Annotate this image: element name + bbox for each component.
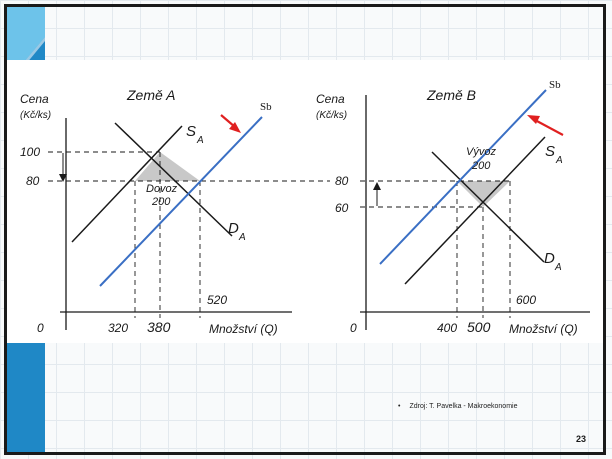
graph-a-demand-sub: A — [238, 232, 246, 243]
graph-b-x-label: Množství (Q) — [509, 322, 578, 336]
source-note-text: Zdroj: T. Pavelka - Makroekonomie — [409, 403, 518, 410]
graph-b-red-arrow — [534, 119, 564, 136]
graph-b-supply-label: S — [545, 143, 555, 160]
graph-b-demand-curve — [431, 151, 545, 263]
graph-a-supply-curve — [71, 125, 183, 243]
graph-b-qty-600: 600 — [516, 293, 536, 307]
graph-b-tick-400: 400 — [437, 321, 457, 335]
graph-a-sb-line — [99, 116, 263, 287]
graph-b-origin: 0 — [350, 321, 357, 335]
graph-a: Země A Cena (Kč/ks) 100 80 0 320 380 520… — [20, 87, 330, 336]
graph-a-title: Země A — [126, 87, 176, 103]
graph-a-demand-curve — [114, 122, 233, 237]
graph-b-red-arrowhead — [527, 115, 540, 124]
graph-a-supply-label: S — [186, 123, 196, 140]
graph-a-area-label-2: 200 — [151, 196, 171, 208]
graph-b-price-arrowhead — [373, 182, 381, 190]
graph-a-area-label-1: Dovoz — [146, 183, 178, 195]
graph-a-import-area — [135, 152, 200, 181]
graph-b-sb-line — [379, 89, 547, 265]
graph-b-y-label-2: (Kč/ks) — [316, 110, 347, 121]
graph-a-tick-100: 100 — [20, 145, 40, 159]
graph-b-supply-sub: A — [555, 155, 563, 166]
graph-a-red-arrowhead — [229, 122, 241, 133]
graph-a-origin: 0 — [37, 321, 44, 335]
graph-a-sb-label: Sb — [260, 101, 272, 113]
graph-a-tick-80: 80 — [26, 174, 40, 188]
bullet-glyph: • — [398, 403, 401, 410]
graph-b-demand-label: D — [544, 250, 555, 267]
graph-b: Země B Cena (Kč/ks) 80 60 0 400 500 600 … — [316, 79, 590, 336]
graph-a-price-arrowhead — [59, 174, 67, 182]
graph-a-qty-520: 520 — [207, 293, 227, 307]
graph-b-demand-sub: A — [554, 262, 562, 273]
graph-b-tick-500: 500 — [467, 319, 491, 335]
graph-a-supply-sub: A — [196, 135, 204, 146]
graph-a-demand-label: D — [228, 220, 239, 237]
graph-b-title: Země B — [426, 87, 476, 103]
graph-a-x-label: Množství (Q) — [209, 322, 278, 336]
page-number: 23 — [576, 434, 587, 444]
graph-b-area-label-1: Vývoz — [466, 146, 496, 158]
graph-b-tick-60: 60 — [335, 201, 349, 215]
graph-a-y-label-1: Cena — [20, 92, 49, 106]
graph-b-tick-80: 80 — [335, 174, 349, 188]
graph-a-tick-320: 320 — [108, 321, 128, 335]
graph-a-tick-380: 380 — [147, 319, 171, 335]
graph-b-y-label-1: Cena — [316, 92, 345, 106]
graph-b-area-label-2: 200 — [471, 160, 491, 172]
graph-b-sb-label: Sb — [549, 79, 561, 91]
graph-a-y-label-2: (Kč/ks) — [20, 110, 51, 121]
content-band — [7, 60, 605, 343]
graph-b-supply-curve — [404, 136, 546, 285]
source-note: • Zdroj: T. Pavelka - Makroekonomie — [398, 403, 517, 410]
